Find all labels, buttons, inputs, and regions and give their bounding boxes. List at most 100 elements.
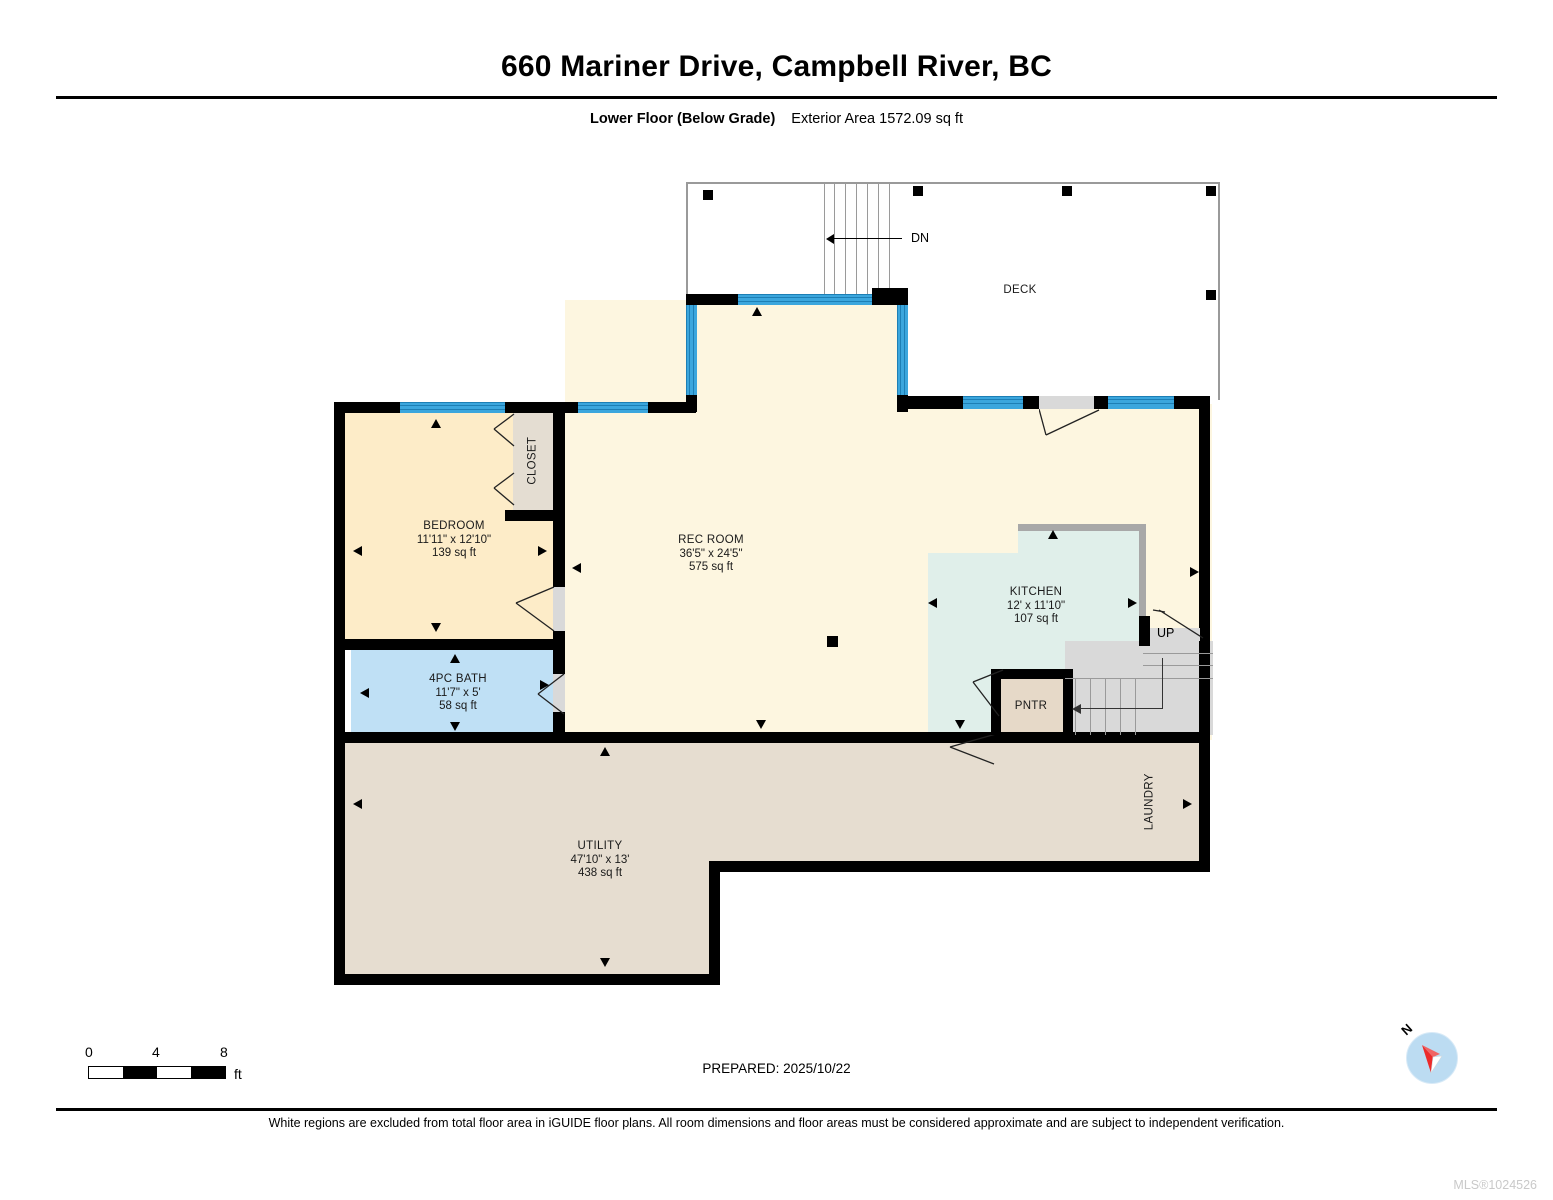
closet-bottom-wall	[505, 510, 565, 521]
bath-door-swing	[528, 672, 568, 717]
scale-tick-0: 0	[85, 1044, 93, 1060]
up-stair-landing	[1150, 628, 1200, 641]
stair-up-direction-arrow	[1072, 704, 1081, 714]
deck-outline-right	[1218, 182, 1220, 400]
room-label-closet: CLOSET	[526, 436, 539, 485]
stair-tread-line	[1120, 678, 1121, 735]
window-northeast-1	[963, 396, 1023, 409]
patio-door-swing	[1038, 408, 1101, 437]
bath-east-wall	[553, 650, 565, 674]
scale-unit-label: ft	[234, 1066, 242, 1082]
kitchen-counter-right	[1139, 524, 1146, 616]
stair-tread-line	[1135, 678, 1136, 735]
scale-bar	[88, 1066, 226, 1079]
dim-arrow-kitchen-n	[1048, 530, 1058, 539]
scale-segment	[123, 1067, 157, 1078]
scale-tick-8: 8	[220, 1044, 228, 1060]
rec-room-post	[827, 636, 838, 647]
patio-door-gap	[1039, 396, 1101, 409]
deck-outline-top	[686, 182, 1220, 184]
exterior-wall-top-right-c	[1094, 396, 1108, 409]
rec-utility-divider-right	[995, 732, 1210, 743]
compass-rose: N	[1398, 1021, 1460, 1086]
exterior-wall-right	[1199, 399, 1210, 869]
dim-arrow-bath-s	[450, 722, 460, 731]
stair-tread-line	[1143, 665, 1213, 666]
window-rec-east	[897, 305, 908, 395]
pantry-west-wall	[991, 669, 1001, 735]
room-label-bedroom: BEDROOM 11'11" x 12'10" 139 sq ft	[416, 520, 492, 559]
dim-arrow-rec-kitchen	[928, 598, 937, 608]
bath-utility-divider	[334, 732, 565, 743]
dim-arrow-laundry-e	[1183, 799, 1192, 809]
dim-arrow-utility-n	[600, 747, 610, 756]
window-rec-north-west	[578, 402, 648, 413]
rec-room-wall-top	[686, 294, 738, 305]
dim-arrow-bath-n	[450, 654, 460, 663]
bedroom-east-wall	[553, 402, 565, 532]
dim-arrow-rec-s	[756, 720, 766, 729]
scale-tick-4: 4	[152, 1044, 160, 1060]
bath-east-wall-lower	[553, 712, 565, 734]
deck-stair-tread	[845, 182, 846, 296]
room-label-rec-room: REC ROOM 36'5" x 24'5" 575 sq ft	[678, 534, 744, 573]
floor-subtitle: Lower Floor (Below Grade)Exterior Area 1…	[0, 111, 1553, 127]
pantry-north-wall	[991, 669, 1073, 679]
deck-stair-tread	[878, 182, 879, 296]
bedroom-door-swing	[508, 585, 558, 635]
dim-arrow-rec-e	[1190, 567, 1199, 577]
deck-post	[913, 186, 923, 196]
deck-stair-tread	[824, 182, 825, 296]
exterior-wall-bottom-step-up	[709, 861, 720, 985]
utility-fill-right	[718, 743, 1210, 861]
window-rec-north	[738, 294, 872, 305]
rec-utility-divider	[565, 732, 995, 743]
exterior-wall-top-left	[334, 402, 400, 413]
window-bedroom-north	[400, 402, 505, 413]
scale-segment	[89, 1067, 123, 1078]
bedroom-bath-divider	[334, 639, 565, 650]
deck-outline-left	[686, 182, 688, 294]
deck-stair-direction-arrow	[826, 234, 834, 244]
kitchen-counter-top	[1018, 524, 1146, 531]
dim-arrow-rec-se	[955, 720, 965, 729]
dim-arrow-rec-n	[752, 307, 762, 316]
bath-door-gap	[553, 674, 565, 712]
window-rec-west	[686, 305, 697, 395]
dim-arrow-bedroom-e	[538, 546, 547, 556]
dim-arrow-utility-w	[353, 799, 362, 809]
pantry-door-swing	[965, 668, 1005, 718]
room-label-laundry: LAUNDRY	[1143, 773, 1156, 831]
dim-arrow-bath-w	[360, 688, 369, 698]
deck-post	[1206, 290, 1216, 300]
deck-stair-tread	[834, 182, 835, 296]
dim-arrow-rec-w	[572, 563, 581, 573]
stair-up-direction-line-h	[1080, 708, 1163, 709]
exterior-wall-top-right-a	[908, 396, 963, 409]
deck-post	[703, 190, 713, 200]
dim-arrow-bedroom-w	[353, 546, 362, 556]
room-label-utility: UTILITY 47'10" x 13' 438 sq ft	[570, 840, 630, 879]
exterior-wall-left	[334, 402, 345, 985]
exterior-wall-top-right-b	[1023, 396, 1039, 409]
bedroom-east-wall-lower	[553, 521, 565, 587]
exterior-wall-bottom-right	[709, 861, 1210, 872]
bath-fill	[351, 650, 565, 734]
dim-arrow-bedroom-s	[431, 623, 441, 632]
scale-segment	[191, 1067, 225, 1078]
up-door-swing	[1149, 608, 1205, 642]
dim-arrow-bedroom-n	[431, 419, 441, 428]
stair-up-label: UP	[1157, 626, 1175, 640]
room-label-bath: 4PC BATH 11'7" x 5' 58 sq ft	[429, 673, 487, 712]
bedroom-door-gap	[553, 587, 565, 631]
closet-fill	[513, 412, 553, 510]
deck-stair-tread	[856, 182, 857, 296]
mls-number: MLS®1024526	[1453, 1178, 1537, 1192]
stair-down-label: DN	[911, 231, 930, 245]
utility-fill	[343, 743, 718, 975]
stair-tread-line	[1065, 678, 1213, 679]
pantry-east-wall	[1063, 669, 1073, 735]
floor-plan-canvas: DN DECK	[334, 182, 1220, 985]
pantry-fill	[1000, 678, 1063, 735]
page-title: 660 Mariner Drive, Campbell River, BC	[501, 50, 1052, 83]
